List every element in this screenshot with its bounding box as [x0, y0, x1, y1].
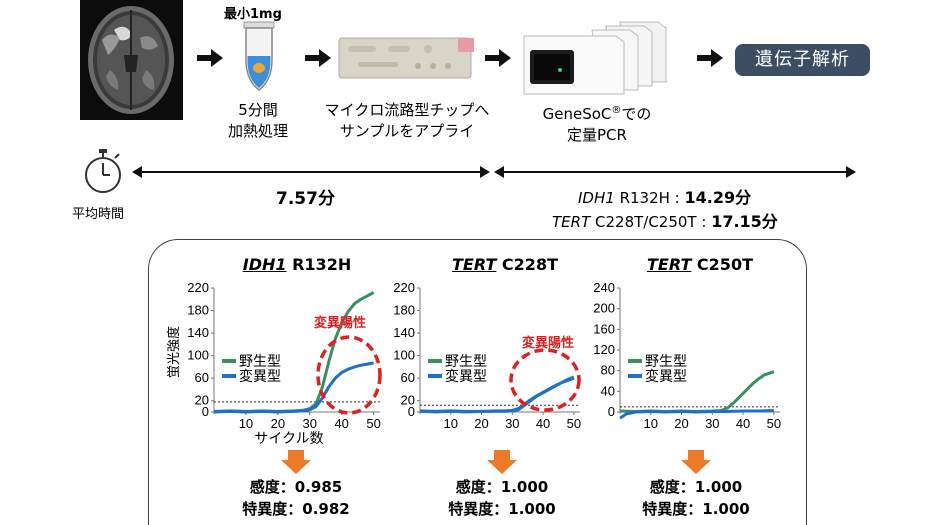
timeline-arrow-pcr: [494, 164, 856, 180]
average-time-label: 平均時間: [72, 207, 125, 222]
positive-highlight-circle: [509, 348, 581, 412]
x-tick-label: 10: [644, 416, 658, 431]
series-mutant-line: [213, 361, 374, 414]
x-tick-label: 40: [536, 416, 550, 431]
series-mutant-line: [619, 408, 774, 420]
tert-time: TERT C228T/C250T : 17.15分: [552, 212, 778, 231]
legend-label: 野生型: [445, 353, 487, 369]
mutation-positive-label: 変異陽性: [314, 315, 366, 330]
stats-tert-c228t: 感度：1.000 特異度：1.000: [448, 478, 556, 518]
y-tick-label: 20: [195, 393, 209, 408]
flow-arrow-3: [485, 48, 511, 68]
y-tick-label: 60: [401, 370, 415, 385]
y-tick-label: 80: [601, 363, 615, 378]
x-tick-label: 30: [505, 416, 519, 431]
stopwatch-icon: [82, 148, 124, 194]
result-arrow-2: [487, 450, 517, 474]
y-tick-label: 0: [608, 404, 615, 419]
pcr-caption: GeneSoC®での 定量PCR: [542, 105, 652, 144]
stats-tert-c250t: 感度：1.000 特異度：1.000: [642, 478, 750, 518]
x-tick-label: 40: [334, 416, 348, 431]
flow-arrow-2: [305, 48, 331, 68]
x-tick-label: 10: [239, 416, 253, 431]
y-tick-label: 100: [393, 348, 415, 363]
y-tick-label: 120: [593, 342, 615, 357]
brain-mri-image: [80, 0, 183, 120]
chip-caption: マイクロ流路型チップへ サンプルをアプライ: [324, 101, 490, 140]
flow-arrow-1: [197, 48, 223, 68]
x-tick-label: 20: [674, 416, 688, 431]
x-tick-label: 30: [303, 416, 317, 431]
y-tick-label: 100: [187, 348, 209, 363]
genesoc-device-image: [520, 16, 668, 96]
y-tick-label: 60: [195, 370, 209, 385]
idh1-time: IDH1 R132H : 14.29分: [578, 188, 752, 207]
stats-idh1: 感度：0.985 特異度：0.982: [242, 478, 350, 518]
x-tick-label: 30: [705, 416, 719, 431]
y-tick-label: 180: [393, 303, 415, 318]
result-arrow-1: [281, 450, 311, 474]
legend-label: 変異型: [645, 368, 687, 384]
flow-arrow-4: [697, 48, 723, 68]
legend-label: 変異型: [445, 368, 487, 384]
mutation-positive-label: 変異陽性: [522, 335, 574, 350]
timeline-arrow-sample-prep: [132, 164, 490, 180]
legend-label: 変異型: [239, 368, 281, 384]
y-tick-label: 200: [593, 301, 615, 316]
x-tick-label: 50: [767, 416, 781, 431]
chart-title-tert-c228t: TERT C228T: [452, 255, 558, 274]
positive-highlight-circle: [316, 335, 382, 415]
series-wildtype-line: [213, 291, 375, 413]
x-tick-label: 20: [271, 416, 285, 431]
series-mutant-line: [419, 376, 575, 413]
y-tick-label: 140: [187, 325, 209, 340]
sample-prep-time: 7.57分: [276, 189, 335, 209]
sample-top-label: 最小1mg: [224, 7, 282, 22]
results-panel: [148, 239, 807, 525]
x-tick-label: 50: [567, 416, 581, 431]
series-wildtype-line: [419, 375, 575, 414]
gene-analysis-badge: 遺伝子解析: [735, 44, 870, 76]
y-tick-label: 40: [601, 383, 615, 398]
chart-title-tert-c250t: TERT C250T: [647, 255, 753, 274]
chart-title-idh1: IDH1 R132H: [242, 255, 352, 274]
y-tick-label: 220: [187, 280, 209, 295]
y-tick-label: 180: [187, 303, 209, 318]
y-axis-label: 蛍光強度: [166, 326, 181, 378]
legend-label: 野生型: [239, 353, 281, 369]
microfluidic-chip-image: [338, 36, 476, 80]
tube-icon: [241, 20, 277, 92]
y-tick-label: 0: [202, 404, 209, 419]
x-axis-label: サイクル数: [254, 430, 323, 446]
x-tick-label: 10: [444, 416, 458, 431]
y-tick-label: 0: [408, 404, 415, 419]
y-tick-label: 20: [401, 393, 415, 408]
x-tick-label: 20: [474, 416, 488, 431]
y-tick-label: 240: [593, 280, 615, 295]
y-tick-label: 140: [393, 325, 415, 340]
x-tick-label: 50: [366, 416, 380, 431]
y-tick-label: 160: [593, 321, 615, 336]
result-arrow-3: [681, 450, 711, 474]
series-wildtype-line: [619, 370, 775, 413]
x-tick-label: 40: [736, 416, 750, 431]
heat-caption: 5分間 加熱処理: [227, 101, 288, 140]
y-tick-label: 220: [393, 280, 415, 295]
legend-label: 野生型: [645, 353, 687, 369]
